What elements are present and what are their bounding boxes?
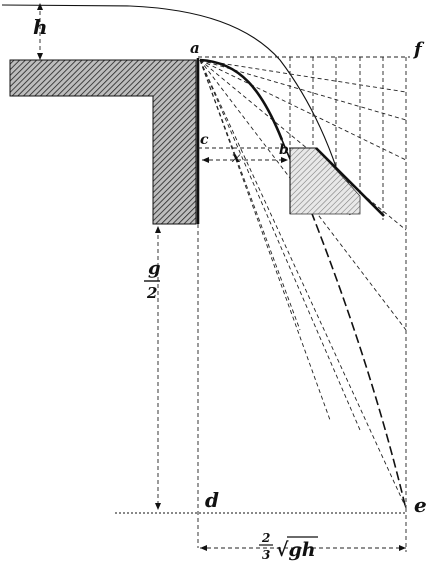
weir-wall bbox=[9, 59, 197, 225]
label-g-numerator: g bbox=[148, 258, 161, 279]
x-arrow-left-head bbox=[202, 157, 209, 163]
width-arrow-right-head bbox=[399, 545, 406, 551]
label-e: e bbox=[414, 493, 427, 517]
label-frac-denominator: 3 bbox=[262, 548, 270, 562]
label-g-denominator: 2 bbox=[146, 284, 157, 302]
width-arrow-left-head bbox=[200, 545, 207, 551]
label-b: b bbox=[279, 142, 289, 158]
jet-trajectory bbox=[199, 58, 284, 141]
label-a: a bbox=[190, 39, 200, 57]
x-arrow-right-head bbox=[281, 157, 288, 163]
label-h: h bbox=[33, 15, 48, 39]
h-arrow-bottom-head bbox=[37, 53, 43, 60]
label-f: f bbox=[412, 39, 425, 60]
label-c: c bbox=[200, 132, 209, 148]
label-d: d bbox=[205, 488, 219, 512]
h-arrow-top-head bbox=[37, 3, 43, 10]
ray-fan bbox=[199, 59, 407, 509]
label-root: √gh bbox=[276, 539, 316, 561]
element-edge bbox=[315, 147, 385, 217]
g2-arrow-top-head bbox=[155, 226, 161, 233]
g2-arrow-bottom-head bbox=[155, 503, 161, 510]
label-frac-numerator: 2 bbox=[261, 531, 270, 545]
label-x: x bbox=[231, 150, 241, 166]
